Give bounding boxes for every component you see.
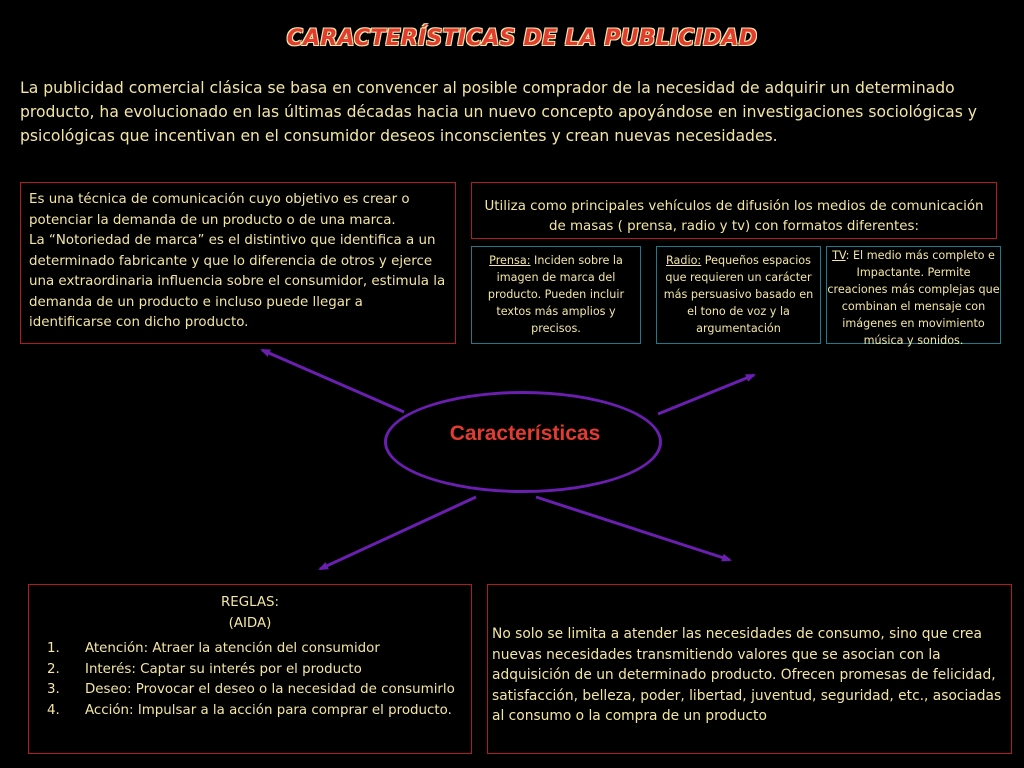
definition-text-1: Es una técnica de comunicación cuyo obje…	[29, 192, 410, 228]
tv-box: TV: El medio más completo e Impactante. …	[826, 246, 1001, 347]
rules-box: REGLAS: (AIDA) 1. Atención: Atraer la ate…	[28, 584, 472, 754]
new-needs-text: No solo se limita a atender las necesida…	[492, 626, 1002, 724]
radio-box: Radio: Pequeños espacios que requieren u…	[656, 246, 821, 344]
page-title: CARACTERÍSTICAS DE LA PUBLICIDAD	[286, 26, 758, 51]
prensa-text: Inciden sobre la imagen de marca del pro…	[487, 254, 625, 335]
list-text: Atención: Atraer la atención del consumi…	[85, 641, 380, 656]
list-item: 1. Atención: Atraer la atención del consu…	[47, 639, 455, 660]
list-number: 2.	[47, 661, 60, 677]
list-number: 1.	[47, 641, 60, 656]
rules-list: 1. Atención: Atraer la atención del consu…	[47, 639, 455, 721]
center-oval	[384, 391, 662, 493]
arrow-to-media	[657, 373, 756, 416]
list-number: 3.	[47, 682, 60, 697]
list-text: Acción: Impulsar a la acción para compra…	[85, 702, 452, 718]
tv-label: TV	[832, 249, 846, 262]
center-label: Características	[449, 422, 601, 445]
list-item: 3. Deseo: Provocar el deseo o la necesida…	[47, 680, 455, 701]
rules-title: REGLAS:	[220, 595, 280, 610]
media-intro-text: Utiliza como principales vehículos de di…	[484, 199, 984, 234]
list-number: 4.	[47, 702, 60, 718]
definition-text-2: La “Notoriedad de marca” es el distintiv…	[29, 233, 446, 330]
rules-heading: REGLAS: (AIDA)	[29, 593, 471, 634]
prensa-label: Prensa:	[489, 254, 531, 267]
radio-text: Pequeños espacios que requieren un carác…	[663, 254, 814, 335]
prensa-box: Prensa: Inciden sobre la imagen de marca…	[471, 246, 641, 344]
tv-text: : El medio más completo e Impactante. Pe…	[827, 249, 1000, 347]
arrow-to-rules	[318, 495, 477, 571]
list-item: 4. Acción: Impulsar a la acción para comp…	[47, 701, 455, 722]
list-text: Deseo: Provocar el deseo o la necesidad …	[85, 682, 455, 697]
media-box: Utiliza como principales vehículos de di…	[471, 182, 997, 239]
list-text: Interés: Captar su interés por el produc…	[85, 661, 362, 677]
new-needs-box: No solo se limita a atender las necesida…	[487, 584, 1012, 754]
rules-subtitle: (AIDA)	[228, 615, 272, 631]
arrow-to-new-needs	[535, 495, 732, 562]
list-item: 2. Interés: Captar su interés por el prod…	[47, 660, 455, 681]
definition-box: Es una técnica de comunicación cuyo obje…	[20, 182, 456, 344]
arrow-to-definition	[260, 348, 405, 414]
intro-paragraph: La publicidad comercial clásica se basa …	[20, 79, 978, 145]
radio-label: Radio:	[665, 254, 702, 267]
